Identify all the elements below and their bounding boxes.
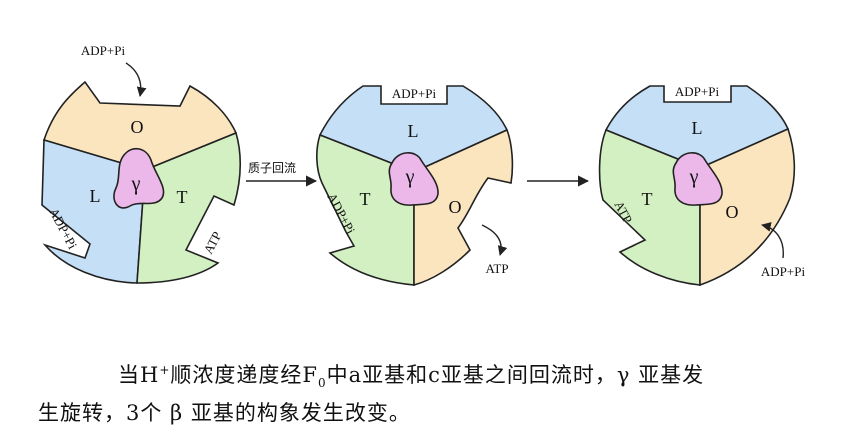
state1-input-arrow — [126, 63, 141, 96]
state3-subunit-L: L — [692, 118, 703, 138]
state1-subunit-T: T — [177, 187, 188, 207]
caption-part-2: 顺浓度递度经F — [170, 363, 318, 387]
state1-gamma: γ — [131, 173, 141, 195]
caption-sub: 0 — [318, 376, 327, 390]
state3-subunit-O: O — [726, 202, 739, 222]
state3-gamma: γ — [689, 166, 699, 188]
proton-flow-label: 质子回流 — [248, 161, 296, 175]
caption-part-3: 中a亚基和c亚基之间回流时，γ 亚基发 — [327, 363, 705, 387]
state2-adp-pi-notch-top: ADP+Pi — [392, 86, 437, 101]
state2-subunit-T: T — [360, 189, 371, 209]
state2-subunit-L: L — [408, 121, 419, 141]
state-3: L T O γ ADP+Pi ATP ADP+Pi — [600, 84, 806, 285]
state1-subunit-L: L — [90, 186, 101, 206]
state2-output-arrow — [482, 225, 501, 255]
state1-atp-notch: ATP — [200, 229, 224, 256]
state3-adp-pi-in: ADP+Pi — [761, 264, 806, 279]
state3-subunit-T: T — [642, 189, 653, 209]
state1-subunit-O: O — [131, 117, 144, 137]
caption-line-2: 生旋转，3个 β 亚基的构象发生改变。 — [38, 395, 828, 431]
state2-atp-out: ATP — [485, 261, 508, 276]
state2-subunit-O: O — [449, 197, 462, 217]
state-1: O L T γ ADP+Pi ADP+Pi ATP — [42, 43, 240, 283]
caption-sup: + — [159, 363, 170, 377]
state1-adp-pi-top: ADP+Pi — [81, 43, 126, 58]
caption-part-1: 当H — [118, 363, 159, 387]
state3-adp-pi-notch-top: ADP+Pi — [675, 84, 720, 99]
caption-line-1: 当H+顺浓度递度经F0中a亚基和c亚基之间回流时，γ 亚基发 — [38, 352, 828, 401]
state2-gamma: γ — [405, 166, 415, 188]
state-2: L T O γ ADP+Pi ADP+Pi ATP — [317, 86, 513, 285]
